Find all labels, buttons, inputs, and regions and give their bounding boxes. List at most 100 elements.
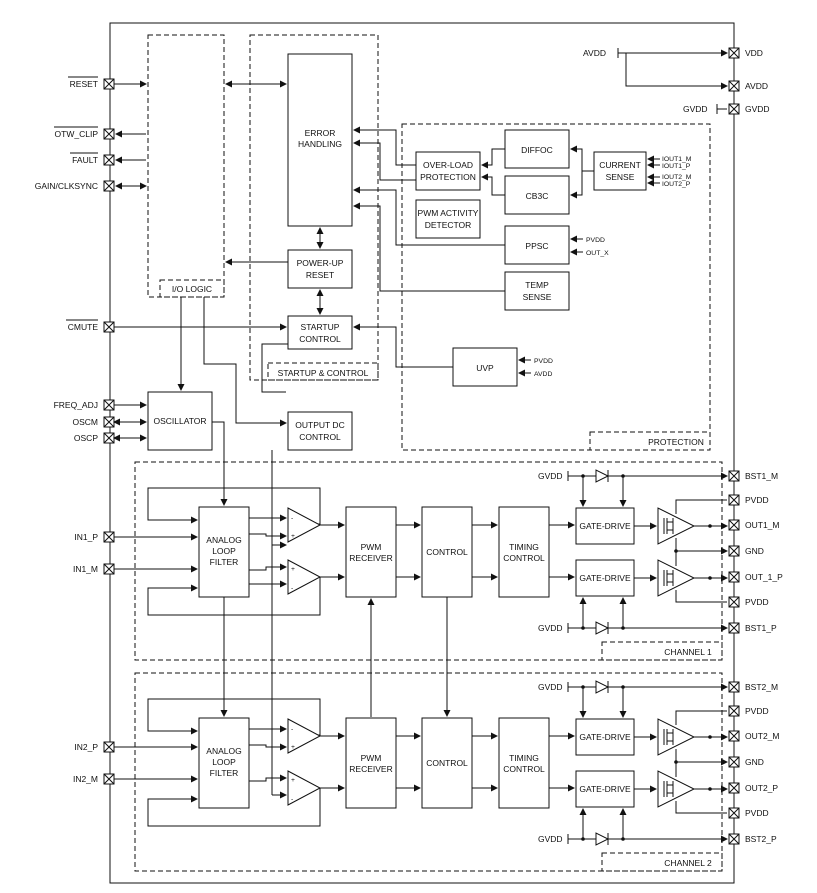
ppsc-pvdd-label: PVDD (586, 237, 605, 244)
pin-label: IN2_P (74, 742, 98, 752)
pin-label: OTW_CLIP (55, 129, 99, 139)
pin-bst1-p: BST1_P (728, 622, 777, 634)
internal-gvdd-label: GVDD (683, 104, 708, 114)
pin-in1-m: IN1_M (73, 563, 115, 575)
channel2-label: CHANNEL 2 (664, 858, 712, 868)
pin-bst2-m: BST2_M (728, 681, 778, 693)
startup-control-line1: STARTUP (301, 322, 340, 332)
current-sense-line2: SENSE (606, 172, 635, 182)
diffoc-label: DIFFOC (521, 145, 553, 155)
output-stage-1a (657, 507, 696, 545)
pin-gvdd: GVDD (728, 103, 770, 115)
ch2-gvdd-bottom-label: GVDD (538, 834, 563, 844)
ppsc-outx-label: OUT_X (586, 250, 609, 257)
pin-label: FREQ_ADJ (54, 400, 98, 410)
pin-label: IN1_P (74, 532, 98, 542)
pwm-activity-detector-block: PWM ACTIVITY DETECTOR (415, 199, 481, 239)
pin-gnd-1: GND (728, 545, 764, 557)
power-up-reset-line2: RESET (306, 270, 334, 280)
pwm-activity-line2: DETECTOR (425, 220, 472, 230)
startup-control-group: STARTUP & CONTROL (249, 34, 379, 381)
control1-label: CONTROL (426, 547, 468, 557)
pin-cmute: CMUTE (66, 319, 115, 333)
output-dc-control-block: OUTPUT DC CONTROL (287, 411, 353, 451)
svg-text:-: - (291, 796, 293, 803)
pin-label: OSCM (73, 417, 99, 427)
tc2-line2: CONTROL (503, 764, 545, 774)
ch1-gvdd-top-label: GVDD (538, 471, 563, 481)
pin-otw-clip: OTW_CLIP (54, 126, 115, 140)
error-handling-line1: ERROR (305, 128, 336, 138)
pin-label: BST2_P (745, 834, 777, 844)
tc1-line2: CONTROL (503, 553, 545, 563)
pin-in1-p: IN1_P (74, 531, 115, 543)
gd2a-label: GATE-DRIVE (579, 732, 631, 742)
pin-label: GND (745, 757, 764, 767)
ppsc-label: PPSC (525, 241, 548, 251)
pin-gain-clksync: GAIN/CLKSYNC (35, 180, 115, 192)
alf1-line2: LOOP (212, 546, 236, 556)
channel1-label: CHANNEL 1 (664, 647, 712, 657)
oscillator-label: OSCILLATOR (153, 416, 206, 426)
pin-label: IN1_M (73, 564, 98, 574)
protection-wires (353, 126, 660, 377)
alf2-line1: ANALOG (206, 746, 241, 756)
output-dc-control-line1: OUTPUT DC (295, 420, 344, 430)
left-pins: RESET OTW_CLIP FAULT GAIN/CLKSYNC CMUTE … (35, 76, 115, 785)
cb3c-label: CB3C (526, 191, 549, 201)
current-sense-block: CURRENT SENSE (593, 151, 647, 191)
startup-control-block: STARTUP CONTROL (287, 315, 353, 350)
iout1-m-label: IOUT1_M (662, 156, 692, 163)
pwmr1-line1: PWM (361, 542, 382, 552)
temp-sense-line1: TEMP (525, 280, 549, 290)
tc1-line1: TIMING (509, 542, 539, 552)
power-up-reset-line1: POWER-UP (297, 258, 344, 268)
io-logic-group: I/O LOGIC (147, 34, 225, 298)
internal-avdd-label: AVDD (583, 48, 606, 58)
startup-control-line2: CONTROL (299, 334, 341, 344)
cb3c-block: CB3C (504, 175, 570, 215)
pin-label: RESET (70, 79, 98, 89)
diffoc-block: DIFFOC (504, 129, 570, 169)
pin-pvdd-2b: PVDD (728, 807, 769, 819)
pin-label: CMUTE (68, 322, 99, 332)
cross-links (220, 450, 451, 799)
analog-loop-filter-1: ANALOG LOOP FILTER (198, 506, 250, 598)
io-logic-label: I/O LOGIC (172, 284, 212, 294)
chip-outline (109, 22, 735, 884)
pin-bst2-p: BST2_P (728, 833, 777, 845)
pwm-activity-line1: PWM ACTIVITY (418, 208, 479, 218)
output-stage-2b (657, 770, 696, 808)
pin-reset: RESET (68, 76, 115, 90)
svg-text:+: + (291, 744, 295, 751)
pin-fault: FAULT (70, 152, 115, 166)
uvp-avdd-label: AVDD (534, 371, 552, 378)
right-pins: VDD AVDD GVDD BST1_M PVDD OUT1_M GND O (728, 47, 783, 845)
pin-label: IN2_M (73, 774, 98, 784)
alf2-line3: FILTER (210, 768, 239, 778)
over-load-line1: OVER-LOAD (423, 160, 473, 170)
pin-oscp: OSCP (74, 432, 115, 444)
protection-label: PROTECTION (648, 437, 704, 447)
oscillator-block: OSCILLATOR (147, 391, 213, 451)
svg-text:-: - (291, 515, 293, 522)
pwm-receiver-2: PWM RECEIVER (345, 717, 397, 809)
pin-label: OUT2_P (745, 783, 778, 793)
pin-label: PVDD (745, 808, 769, 818)
channel-1: CHANNEL 1 ANALOG LOOP FILTER -+ +- PWM R… (114, 461, 728, 661)
uvp-block: UVP (452, 347, 518, 387)
comparator-1a: -+ (287, 507, 322, 543)
timing-control-1: TIMING CONTROL (498, 506, 550, 598)
comparator-2a: -+ (287, 718, 322, 754)
gd1b-label: GATE-DRIVE (579, 573, 631, 583)
protection-group: PROTECTION (401, 123, 711, 451)
pin-label: BST1_M (745, 471, 778, 481)
uvp-pvdd-label: PVDD (534, 358, 553, 365)
output-stage-2a (657, 718, 696, 756)
pin-out-1-p: OUT_1_P (728, 571, 783, 583)
pin-out2-p: OUT2_P (728, 782, 778, 794)
pin-avdd: AVDD (728, 80, 768, 92)
error-handling-line2: HANDLING (298, 139, 342, 149)
pin-gnd-2: GND (728, 756, 764, 768)
